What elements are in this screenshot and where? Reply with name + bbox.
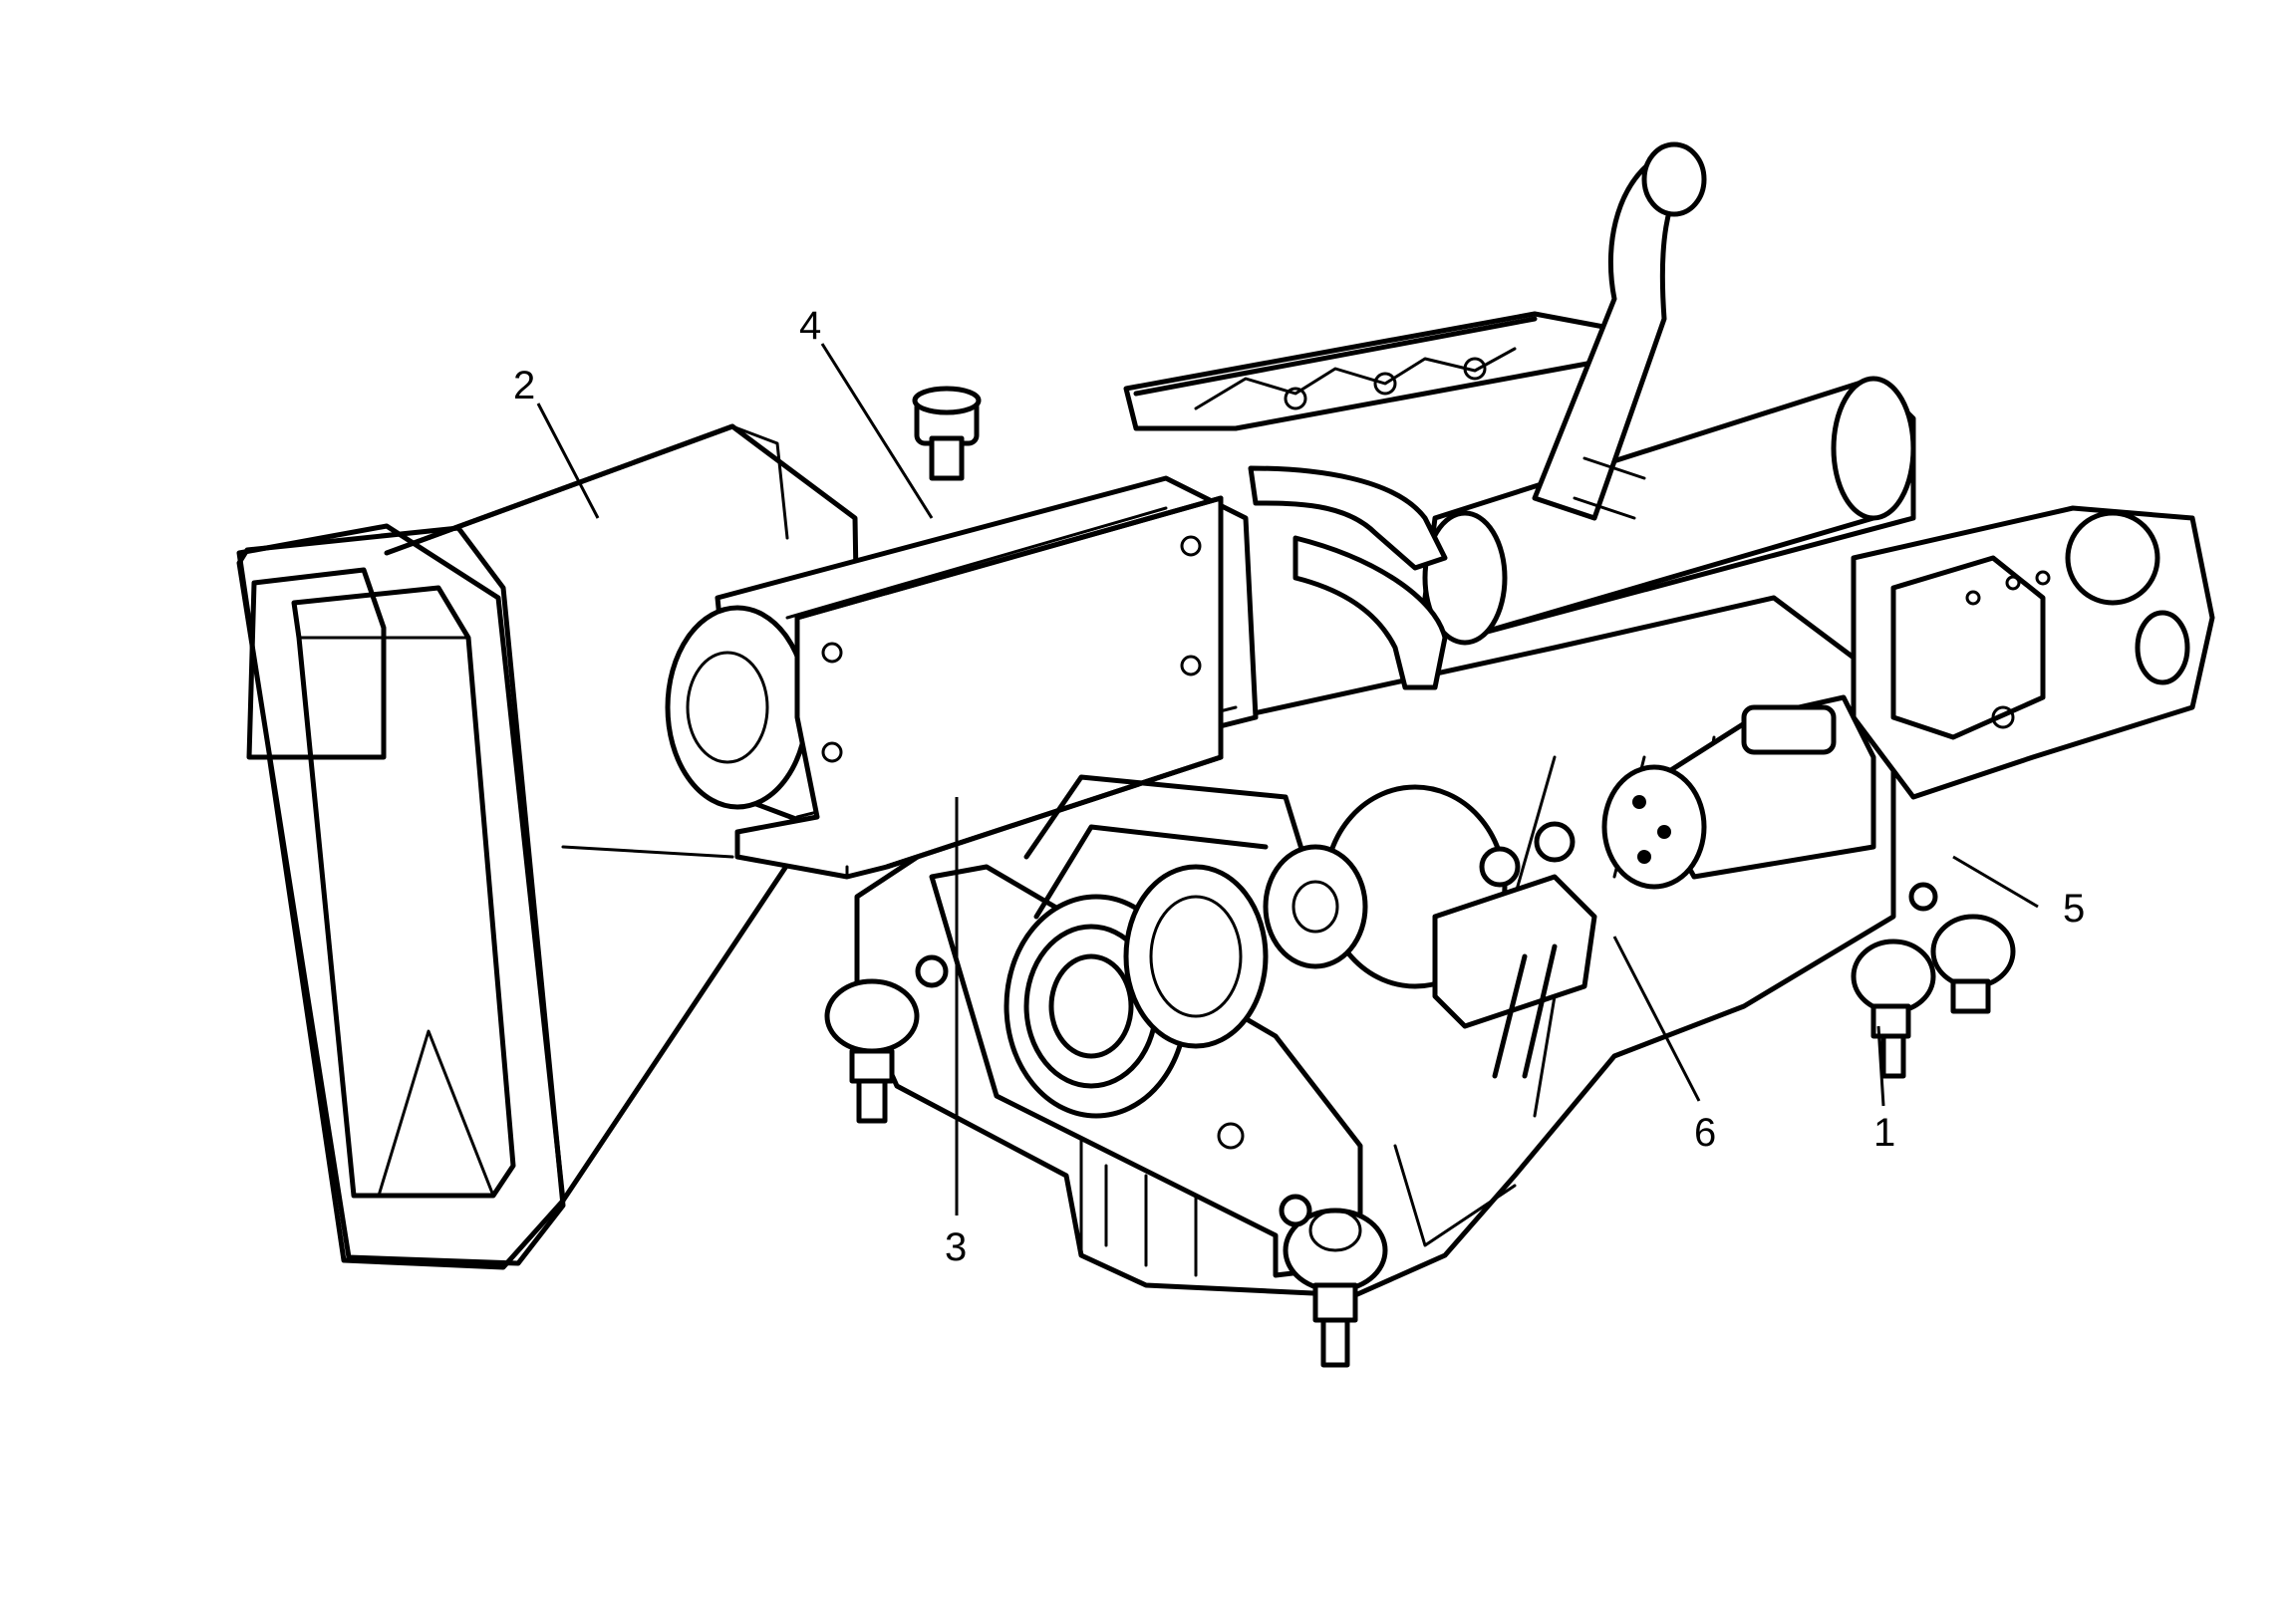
engine-mount-front (1279, 1194, 1388, 1368)
engine-mount-rear-right (1851, 882, 2016, 1079)
callout-2: 2 (513, 364, 535, 407)
exhaust-pipe (1532, 141, 1707, 521)
callout-3: 3 (945, 1225, 967, 1269)
crankshaft-pulley (1004, 774, 1328, 1119)
callout-4: 4 (799, 304, 821, 348)
leader-1 (1876, 1025, 1885, 1107)
callout-5: 5 (2063, 887, 2085, 931)
callout-1: 1 (1873, 1111, 1895, 1155)
callout-6: 6 (1694, 1111, 1716, 1155)
starter-motor (1601, 694, 1876, 890)
injection-pump (1432, 874, 1597, 1079)
leader-2 (536, 403, 600, 519)
transmission-housing (1851, 505, 2215, 800)
coolant-hoses (1248, 465, 1448, 690)
engine-mount-rear-left (824, 954, 949, 1124)
callout-labels: 2 4 3 6 1 5 (513, 304, 2085, 1269)
callout-leaders (536, 343, 2039, 1215)
leader-4 (820, 343, 934, 519)
leader-6 (1612, 936, 1701, 1102)
shroud-plate (734, 495, 1224, 880)
rocker-cover (1123, 311, 1916, 646)
leader-5 (1952, 855, 2039, 909)
